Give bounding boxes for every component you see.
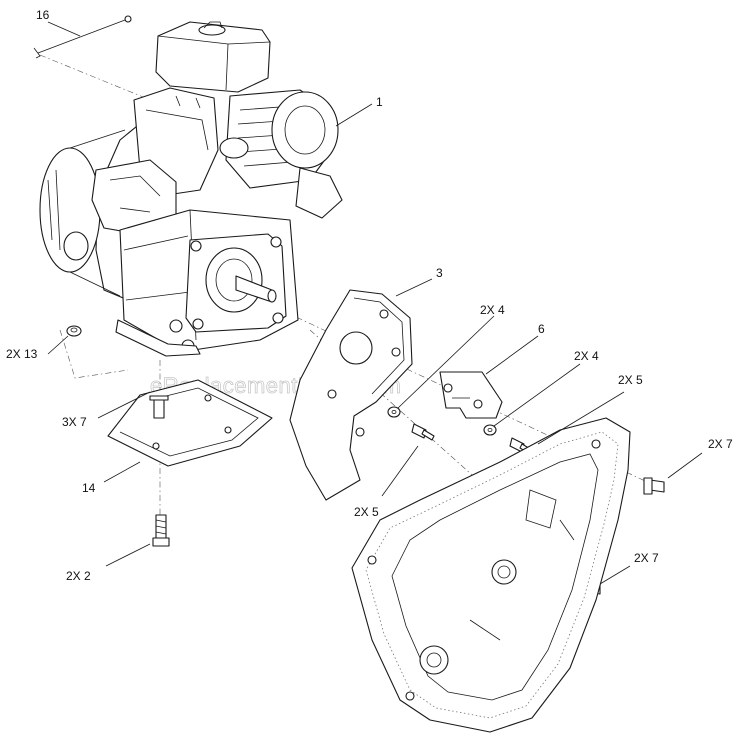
- callout-1: 1: [376, 95, 383, 109]
- part-14-plate: [107, 379, 273, 467]
- callout-2x7-lower: 2X 7: [634, 551, 659, 565]
- callout-3: 3: [436, 266, 443, 280]
- part-2-bolt: [152, 514, 170, 547]
- part-1-engine: [39, 21, 343, 357]
- belt-housing: [351, 417, 631, 733]
- callout-2x5-lower: 2X 5: [354, 505, 379, 519]
- callout-2x13: 2X 13: [6, 347, 38, 361]
- part-5-screw-a: [411, 423, 435, 441]
- callout-2x5-upper: 2X 5: [618, 373, 643, 387]
- callout-2x4-upper: 2X 4: [480, 303, 505, 317]
- callout-6: 6: [538, 322, 545, 336]
- callout-3x7: 3X 7: [62, 415, 87, 429]
- part-7-bolt-right: [643, 477, 665, 495]
- part-7-bolt-upper: [149, 395, 169, 419]
- callout-16: 16: [36, 8, 50, 22]
- callout-2x4-lower: 2X 4: [574, 349, 599, 363]
- callout-14: 14: [82, 481, 96, 495]
- part-16-rod: [33, 15, 132, 59]
- part-13-nut: [66, 325, 82, 337]
- part-4-washer-a: [387, 406, 401, 418]
- callout-2x7-right: 2X 7: [708, 437, 733, 451]
- part-3-bracket: [289, 289, 413, 501]
- callout-labels: 16 1 3 2X 4 6 2X 4 2X 5 2X 13 3X 7 2X 7 …: [6, 8, 733, 583]
- part-6-clip: [439, 371, 503, 419]
- leader-lines: [47, 21, 703, 585]
- callout-2x2: 2X 2: [66, 569, 91, 583]
- part-4-washer-b: [483, 424, 497, 436]
